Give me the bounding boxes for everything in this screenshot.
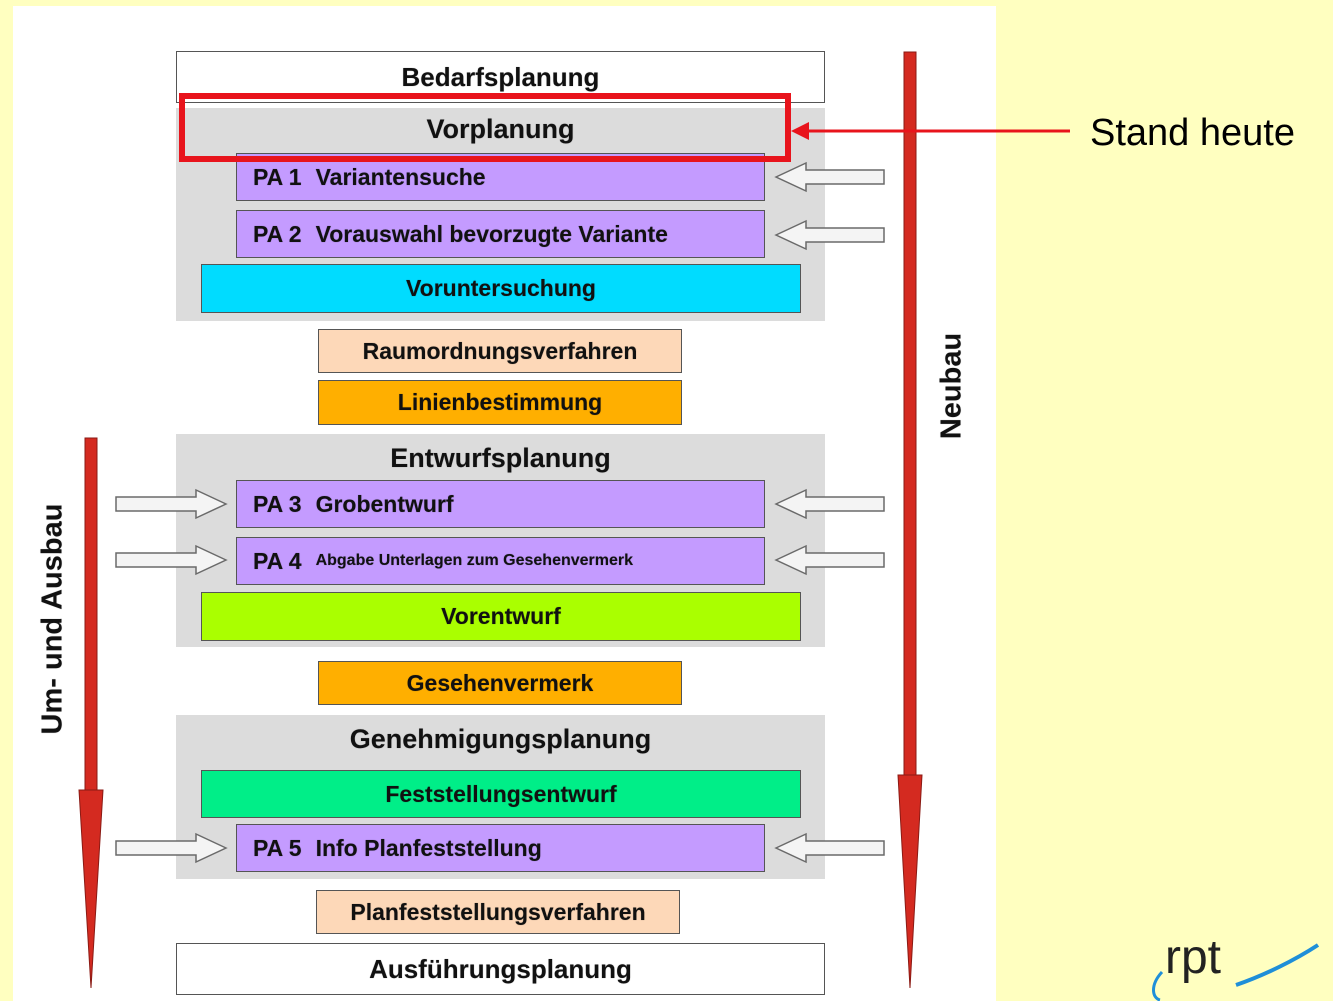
highlight-vorplanung (179, 93, 791, 162)
callout-arrow (791, 122, 1070, 140)
right-hollow-arrow-pa3 (774, 488, 885, 520)
box-raumordnungsverfahren: Raumordnungsverfahren (318, 329, 682, 373)
pa5-label: Info Planfeststellung (315, 834, 542, 861)
pa2-label: Vorauswahl bevorzugte Variante (315, 220, 668, 247)
left-hollow-arrow-pa3 (115, 488, 228, 520)
box-pa4: PA 4 Abgabe Unterlagen zum Gesehenvermer… (236, 537, 765, 585)
title-genehmigungsplanung: Genehmigungsplanung (349, 724, 652, 754)
pa1-label: Variantensuche (315, 163, 486, 190)
right-hollow-arrow-pa2 (774, 219, 885, 251)
title-vorplanung: Vorplanung (426, 114, 575, 144)
box-ausfuehrungsplanung: Ausführungsplanung (176, 943, 825, 995)
box-vorentwurf: Vorentwurf (201, 592, 801, 641)
box-pa2: PA 2 Vorauswahl bevorzugte Variante (236, 210, 765, 258)
callout-stand-heute: Stand heute (1090, 112, 1295, 154)
neubau-arrow (897, 51, 923, 989)
rpt-logo-text: rpt (1165, 931, 1222, 984)
ausbau-arrow (78, 437, 104, 989)
left-hollow-arrow-pa4 (115, 544, 228, 576)
left-hollow-arrow-pa5 (115, 832, 228, 864)
right-hollow-arrow-pa5 (774, 832, 885, 864)
title-entwurfsplanung: Entwurfsplanung (390, 443, 611, 473)
box-gesehenvermerk: Gesehenvermerk (318, 661, 682, 705)
box-pa5: PA 5 Info Planfeststellung (236, 824, 765, 872)
box-planfeststellungsverfahren: Planfeststellungsverfahren (316, 890, 680, 934)
label-neubau: Neubau (935, 332, 968, 440)
box-feststellungsentwurf: Feststellungsentwurf (201, 770, 801, 818)
pa4-number: PA 4 (253, 547, 302, 574)
pa2-number: PA 2 (253, 220, 302, 247)
pa3-number: PA 3 (253, 490, 302, 517)
pa5-number: PA 5 (253, 834, 302, 861)
right-hollow-arrow-pa1 (774, 161, 885, 193)
label-um-und-ausbau: Um- und Ausbau (36, 503, 69, 735)
box-linienbestimmung: Linienbestimmung (318, 380, 682, 425)
pa1-number: PA 1 (253, 163, 302, 190)
box-voruntersuchung: Voruntersuchung (201, 264, 801, 313)
right-hollow-arrow-pa4 (774, 544, 885, 576)
pa4-label: Abgabe Unterlagen zum Gesehenvermerk (315, 552, 634, 569)
rpt-logo-swoosh (1152, 943, 1320, 1001)
pa3-label: Grobentwurf (315, 490, 454, 517)
box-pa3: PA 3 Grobentwurf (236, 480, 765, 528)
